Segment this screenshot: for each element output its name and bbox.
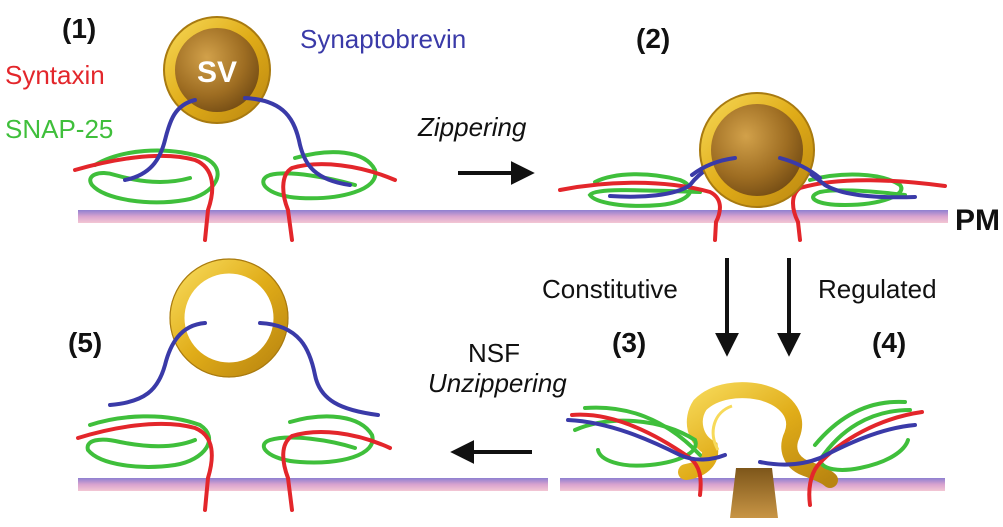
stage-3-snap25-b bbox=[583, 405, 702, 457]
stage-3-synaptobrevin bbox=[566, 418, 727, 462]
stage-2-syntaxin-left bbox=[558, 180, 722, 242]
constitutive-label: Constitutive bbox=[542, 274, 678, 304]
legend-snap25: SNAP-25 bbox=[5, 114, 113, 144]
legend-syntaxin: Syntaxin bbox=[5, 60, 105, 90]
stage-5-syntaxin-left bbox=[76, 421, 214, 512]
stage-1-syntaxin-right bbox=[281, 162, 397, 242]
stage-5-snap25-right bbox=[262, 414, 375, 465]
stage-1-complex bbox=[73, 16, 397, 242]
stage-5-syntaxin-right bbox=[281, 430, 392, 512]
stage-label-1: (1) bbox=[62, 13, 96, 44]
stage-2-syntaxin-right bbox=[791, 178, 947, 242]
stage-4-synaptobrevin bbox=[758, 423, 917, 467]
stage-1-snap25-left bbox=[88, 148, 220, 205]
stage-2-synaptobrevin-left-inner bbox=[690, 156, 737, 177]
stage-label-3: (3) bbox=[612, 327, 646, 358]
stage-label-5: (5) bbox=[68, 327, 102, 358]
stage-3-syntaxin bbox=[570, 412, 703, 497]
stage-4-snap25-a bbox=[817, 408, 912, 472]
stage-5-synaptobrevin-left bbox=[108, 321, 207, 407]
plasma-membrane-label: PM bbox=[955, 204, 1000, 237]
stage-1-syntaxin-left bbox=[73, 153, 215, 242]
zippering-label: Zippering bbox=[417, 112, 527, 142]
fusion-pore bbox=[730, 468, 778, 518]
legend-synaptobrevin: Synaptobrevin bbox=[300, 24, 466, 54]
stage-2-complex bbox=[558, 92, 947, 242]
stage-5-complex bbox=[76, 258, 392, 512]
stage-3-4-complex bbox=[566, 382, 924, 518]
omega-inner-left bbox=[711, 404, 733, 451]
stage-1-vesicle-core bbox=[175, 28, 259, 112]
stage-5-snap25-left bbox=[85, 414, 212, 469]
stage-4-syntaxin bbox=[807, 410, 924, 507]
stage-5-vesicle-ring bbox=[169, 258, 289, 378]
stage-5-vesicle-outline bbox=[169, 258, 289, 378]
stage-2-synaptobrevin-right-inner bbox=[778, 156, 822, 180]
stage-label-2: (2) bbox=[636, 23, 670, 54]
stage-2-snap25-right bbox=[808, 172, 907, 208]
nsf-label: NSF bbox=[468, 338, 520, 368]
plasma-membrane-top bbox=[78, 210, 948, 223]
stage-1-synaptobrevin-left bbox=[123, 98, 197, 182]
plasma-membrane-bottom-left bbox=[78, 478, 548, 491]
stage-2-vesicle-core bbox=[711, 104, 803, 196]
unzippering-label: Unzippering bbox=[428, 368, 567, 398]
stage-4-snap25-b bbox=[813, 399, 907, 447]
stage-1-snap25-right bbox=[261, 150, 378, 201]
stage-2-snap25-left bbox=[587, 172, 702, 208]
stage-label-4: (4) bbox=[872, 327, 906, 358]
regulated-label: Regulated bbox=[818, 274, 937, 304]
stage-1-synaptobrevin-right bbox=[243, 96, 352, 187]
stage-5-synaptobrevin-right bbox=[258, 321, 380, 417]
synaptic-vesicle-label: SV bbox=[197, 56, 237, 89]
omega-vesicle bbox=[678, 382, 838, 488]
